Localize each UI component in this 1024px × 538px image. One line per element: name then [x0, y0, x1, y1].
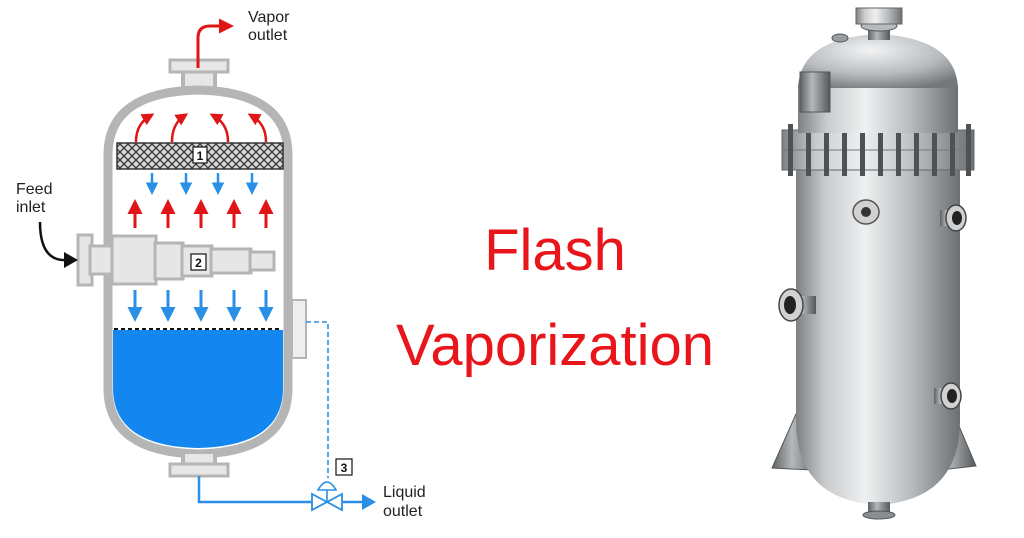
side-nozzle — [799, 71, 831, 113]
flash-drum-schematic: 1 2 — [16, 9, 426, 520]
title-line-1: Flash — [484, 218, 626, 283]
title-line-2: Vaporization — [396, 313, 714, 378]
vapor-outlet-label-line2: outlet — [248, 27, 288, 44]
liquid-flow-falling — [127, 290, 274, 322]
liquid-pool — [113, 330, 283, 448]
shell-nozzle-left — [778, 288, 816, 322]
feed-inlet-label-line2: inlet — [16, 199, 46, 216]
component-number-2: 2 — [195, 256, 202, 270]
shell-nozzle-upper — [852, 199, 880, 225]
vapor-flow-top — [134, 113, 268, 143]
liquid-flow-from-demister — [145, 173, 259, 195]
bottom-head — [796, 420, 960, 505]
shell-nozzle-right-lower — [934, 382, 962, 410]
liquid-outlet-line — [197, 476, 312, 504]
top-head — [798, 34, 958, 88]
flash-drum-photo — [771, 7, 977, 520]
component-number-1: 1 — [197, 149, 204, 163]
feed-distributor — [76, 233, 276, 287]
flange-bolts — [788, 124, 971, 176]
feed-inlet-label-line1: Feed — [16, 181, 52, 198]
control-valve — [311, 481, 343, 512]
level-gauge — [291, 299, 307, 359]
component-number-3: 3 — [341, 461, 348, 475]
liquid-outlet-label-line2: outlet — [383, 503, 423, 520]
feed-inlet-arrow — [38, 221, 70, 262]
vapor-outlet-arrow — [196, 18, 234, 68]
vapor-outlet-label-line1: Vapor — [248, 9, 290, 26]
vapor-flow-rising — [127, 199, 274, 228]
shell-nozzle-right-upper — [940, 204, 967, 232]
liquid-outlet-label-line1: Liquid — [383, 484, 426, 501]
level-control-signal-line — [306, 321, 329, 478]
